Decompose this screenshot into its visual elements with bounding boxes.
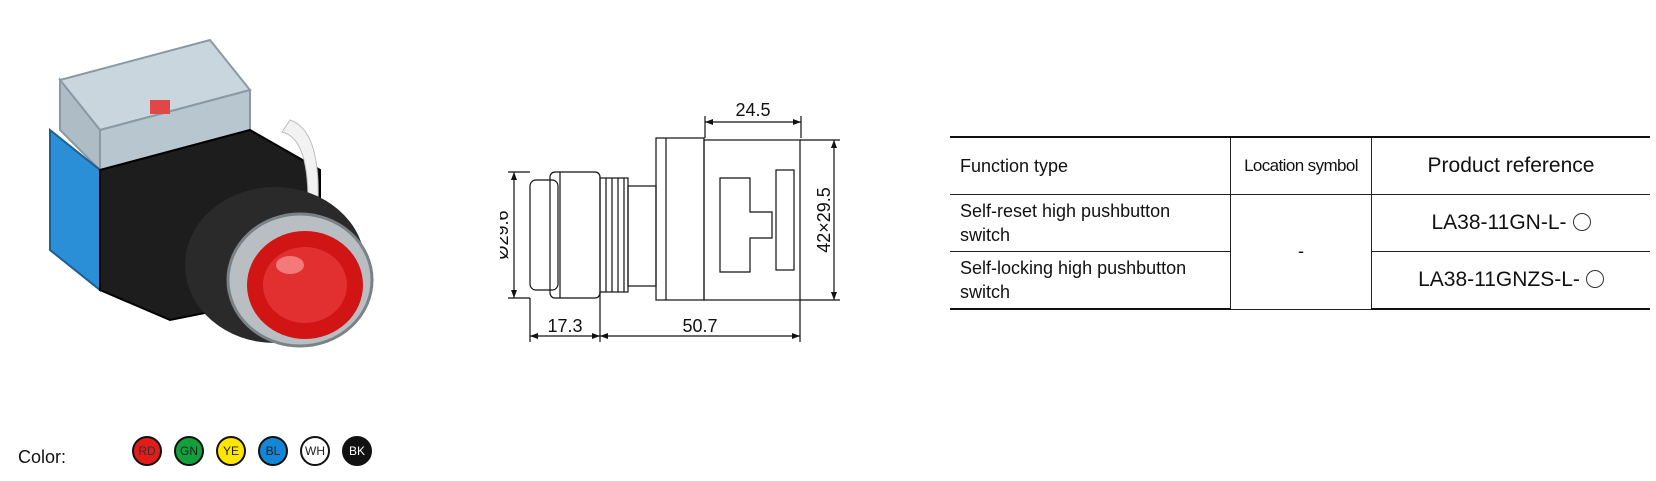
row-reference: LA38-11GN-L- [1371,194,1650,252]
location-symbol-cell: - [1230,194,1372,310]
product-photo [49,38,374,348]
reference-text: LA38-11GN-L- [1431,211,1567,234]
swatch-wh: WH [300,436,330,466]
swatch-code: GN [180,444,198,458]
header-product-reference: Product reference [1371,136,1650,195]
color-swatches: RD GN YE BL WH BK [132,436,372,466]
swatch-bl: BL [258,436,288,466]
swatch-gn: GN [174,436,204,466]
reference-text: LA38-11GNZS-L- [1418,268,1580,291]
row-function: Self-locking high pushbutton switch [950,251,1231,310]
table-row: Self-reset high pushbutton switch - LA38… [950,194,1650,310]
table-row: Self-locking high pushbutton switch LA38… [950,251,1650,310]
swatch-code: YE [222,444,239,458]
product-table: Function type Location symbol Product re… [950,136,1650,310]
table-header-row: Function type Location symbol Product re… [950,136,1650,195]
swatch-code: BL [265,444,281,458]
swatch-code: BK [348,444,365,458]
row-function: Self-reset high pushbutton switch [950,194,1231,252]
swatch-ye: YE [216,436,246,466]
swatch-bk: BK [342,436,372,466]
swatch-code: RD [138,444,156,458]
color-label: Color: [18,447,67,467]
dim-right-label: 42×29.5 [814,187,834,253]
swatch-rd: RD [132,436,162,466]
row-reference: LA38-11GNZS-L- [1371,251,1650,310]
dimension-drawing: 24.5 Ø29.6 42×29.5 17.3 50.7 [500,100,840,342]
dim-left-label: Ø29.6 [500,210,512,259]
color-placeholder-circle-icon [1585,270,1604,288]
header-location-symbol: Location symbol [1230,136,1372,195]
dim-bottom-left-label: 17.3 [547,316,582,336]
swatch-code: WH [305,444,325,458]
color-placeholder-circle-icon [1572,213,1591,231]
dim-top-label: 24.5 [735,100,770,120]
dim-bottom-right-label: 50.7 [682,316,717,336]
header-function-type: Function type [950,136,1231,195]
